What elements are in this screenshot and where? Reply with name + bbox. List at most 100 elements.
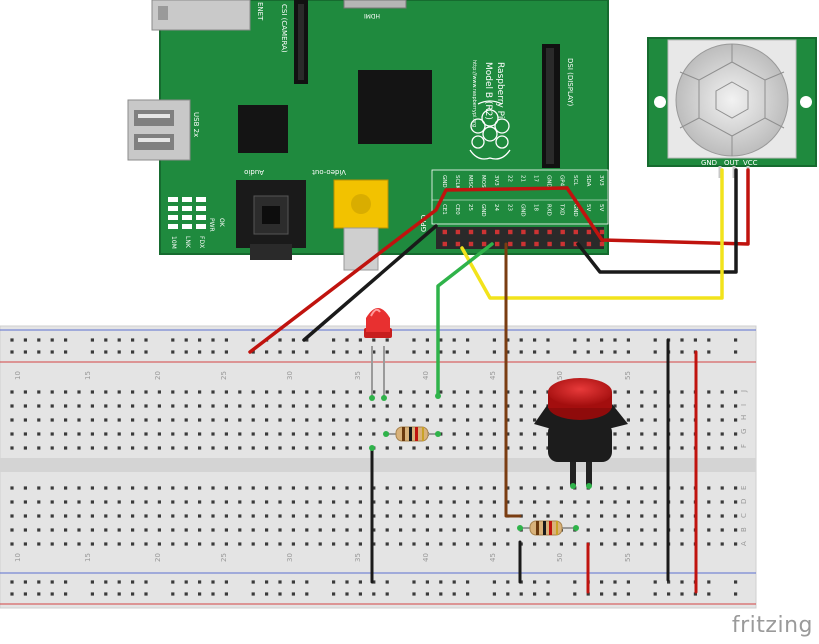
terminal-hole bbox=[37, 528, 41, 532]
terminal-hole bbox=[157, 390, 161, 394]
terminal-hole bbox=[238, 446, 242, 450]
terminal-hole bbox=[573, 500, 577, 504]
rail-hole bbox=[385, 592, 389, 596]
terminal-hole bbox=[224, 500, 228, 504]
rail-hole bbox=[653, 592, 657, 596]
gpio-pin bbox=[442, 229, 447, 235]
terminal-hole bbox=[345, 404, 349, 408]
terminal-hole bbox=[64, 418, 68, 422]
terminal-hole bbox=[251, 542, 255, 546]
row-letter: J bbox=[740, 390, 748, 393]
terminal-hole bbox=[439, 486, 443, 490]
terminal-hole bbox=[131, 418, 135, 422]
terminal-hole bbox=[211, 432, 215, 436]
rail-hole bbox=[50, 338, 54, 342]
rail-hole bbox=[680, 592, 684, 596]
rail-hole bbox=[586, 338, 590, 342]
rail-hole bbox=[492, 592, 496, 596]
rail-hole bbox=[452, 580, 456, 584]
terminal-hole bbox=[613, 404, 617, 408]
gpio-pin bbox=[573, 229, 578, 235]
terminal-hole bbox=[425, 500, 429, 504]
terminal-hole bbox=[224, 446, 228, 450]
terminal-hole bbox=[318, 528, 322, 532]
gpio-pin bbox=[468, 241, 474, 247]
rail-hole bbox=[533, 580, 537, 584]
push-button bbox=[534, 378, 628, 486]
rail-hole bbox=[439, 592, 443, 596]
terminal-hole bbox=[439, 404, 443, 408]
terminal-hole bbox=[600, 500, 604, 504]
rail-hole bbox=[64, 350, 68, 354]
rail-hole bbox=[693, 592, 697, 596]
terminal-hole bbox=[211, 404, 215, 408]
terminal-hole bbox=[318, 486, 322, 490]
rail-hole bbox=[626, 592, 630, 596]
gpio-pins bbox=[442, 229, 605, 247]
terminal-hole bbox=[144, 404, 148, 408]
led-label: OK bbox=[218, 218, 225, 228]
rail-hole bbox=[519, 350, 523, 354]
terminal-hole bbox=[439, 390, 443, 394]
terminal-hole bbox=[291, 528, 295, 532]
terminal-hole bbox=[131, 542, 135, 546]
terminal-hole bbox=[104, 514, 108, 518]
led-label: PWR bbox=[208, 218, 215, 232]
terminal-hole bbox=[492, 432, 496, 436]
terminal-hole bbox=[198, 446, 202, 450]
dsi-label: DSI (DISPLAY) bbox=[566, 58, 574, 107]
rail-hole bbox=[198, 350, 202, 354]
rail-hole bbox=[653, 350, 657, 354]
rail-hole bbox=[171, 580, 175, 584]
rail-hole bbox=[104, 350, 108, 354]
terminal-hole bbox=[653, 404, 657, 408]
terminal-hole bbox=[586, 514, 590, 518]
terminal-hole bbox=[184, 418, 188, 422]
terminal-hole bbox=[23, 446, 27, 450]
rail-hole bbox=[184, 592, 188, 596]
terminal-hole bbox=[385, 514, 389, 518]
terminal-hole bbox=[50, 500, 54, 504]
terminal-hole bbox=[439, 528, 443, 532]
terminal-hole bbox=[559, 500, 563, 504]
terminal-hole bbox=[23, 542, 27, 546]
terminal-hole bbox=[157, 486, 161, 490]
column-number: 25 bbox=[220, 371, 228, 380]
terminal-hole bbox=[278, 528, 282, 532]
rail-hole bbox=[667, 592, 671, 596]
terminal-hole bbox=[238, 500, 242, 504]
terminal-hole bbox=[211, 390, 215, 394]
terminal-hole bbox=[720, 390, 724, 394]
terminal-hole bbox=[90, 500, 94, 504]
rail-hole bbox=[626, 338, 630, 342]
terminal-hole bbox=[412, 528, 416, 532]
terminal-hole bbox=[10, 514, 14, 518]
terminal-hole bbox=[452, 542, 456, 546]
terminal-hole bbox=[720, 528, 724, 532]
terminal-hole bbox=[305, 404, 309, 408]
terminal-hole bbox=[640, 486, 644, 490]
terminal-hole bbox=[680, 542, 684, 546]
terminal-hole bbox=[653, 514, 657, 518]
terminal-hole bbox=[198, 542, 202, 546]
terminal-hole bbox=[439, 418, 443, 422]
terminal-hole bbox=[600, 528, 604, 532]
terminal-hole bbox=[425, 390, 429, 394]
rail-hole bbox=[492, 580, 496, 584]
terminal-hole bbox=[64, 486, 68, 490]
terminal-hole bbox=[358, 446, 362, 450]
terminal-hole bbox=[278, 514, 282, 518]
terminal-hole bbox=[506, 486, 510, 490]
terminal-hole bbox=[278, 446, 282, 450]
terminal-hole bbox=[372, 404, 376, 408]
rail-hole bbox=[533, 350, 537, 354]
terminal-hole bbox=[198, 432, 202, 436]
terminal-hole bbox=[720, 500, 724, 504]
rail-hole bbox=[131, 580, 135, 584]
audio-label: Audio bbox=[244, 168, 264, 176]
gpio-pin bbox=[534, 229, 539, 235]
terminal-hole bbox=[372, 432, 376, 436]
terminal-hole bbox=[734, 404, 738, 408]
terminal-hole bbox=[546, 500, 550, 504]
terminal-hole bbox=[90, 486, 94, 490]
